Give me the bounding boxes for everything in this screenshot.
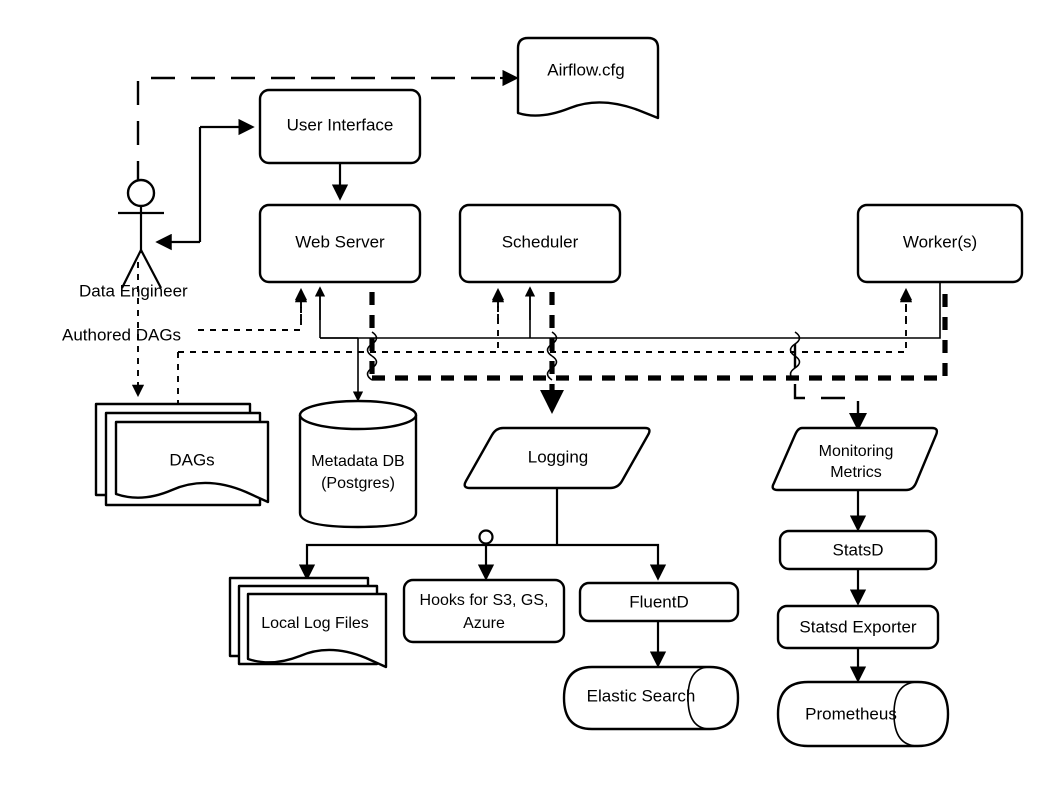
line-jump-circle [478, 529, 494, 545]
edge-dags-to-scheduler [177, 289, 505, 404]
actor-head [126, 178, 156, 208]
edge-logging-thick-bus [369, 292, 948, 414]
node-label-airflow-cfg: Airflow.cfg [547, 60, 624, 79]
node-label-monitoring-line1: Monitoring [819, 443, 894, 460]
node-label-statsd: StatsD [832, 540, 883, 559]
node-label-hooks-line1: Hooks for S3, GS, [420, 592, 549, 609]
edge-logging-children [298, 488, 667, 581]
line-jump-marks [366, 331, 801, 381]
node-elastic-search[interactable]: Elastic Search [562, 665, 740, 731]
node-monitoring-metrics[interactable]: Monitoring Metrics [771, 426, 939, 492]
actor-label-data-engineer: Data Engineer [79, 281, 188, 300]
node-label-hooks-line2: Azure [463, 615, 505, 632]
edge-worker-to-monitoring [793, 344, 867, 431]
node-label-prometheus: Prometheus [805, 704, 897, 723]
edge-label-authored-dags: Authored DAGs [62, 325, 181, 344]
node-label-statsd-exporter: Statsd Exporter [799, 617, 917, 636]
node-label-fluentd: FluentD [629, 592, 689, 611]
node-label-workers: Worker(s) [903, 232, 977, 251]
edge-metadata-solid-bus [319, 282, 941, 402]
edge-dags-to-webserver [198, 289, 308, 331]
node-label-scheduler: Scheduler [502, 232, 579, 251]
actor-data-engineer[interactable]: Data Engineer [79, 178, 188, 300]
node-label-metadata-db-line1: Metadata DB [311, 453, 404, 470]
node-scheduler[interactable]: Scheduler [458, 203, 622, 284]
node-logging[interactable]: Logging [463, 426, 651, 490]
node-user-interface[interactable]: User Interface [258, 88, 422, 165]
node-label-web-server: Web Server [295, 232, 385, 251]
node-airflow-cfg[interactable]: Airflow.cfg [516, 36, 660, 120]
actor-leg-left [121, 249, 142, 289]
node-fluentd[interactable]: FluentD [578, 581, 740, 623]
edge-engineer-to-airflowcfg [136, 69, 519, 185]
node-label-user-interface: User Interface [287, 115, 394, 134]
edge-worker-dashed-bus [178, 289, 913, 353]
node-label-elastic-search: Elastic Search [587, 686, 696, 705]
node-label-dags: DAGs [169, 450, 214, 469]
node-workers[interactable]: Worker(s) [856, 203, 1024, 284]
node-dags[interactable]: DAGs [94, 402, 270, 507]
node-hooks[interactable]: Hooks for S3, GS, Azure [402, 578, 566, 644]
node-label-local-log-files: Local Log Files [261, 615, 369, 632]
actor-leg-right [140, 249, 162, 289]
node-web-server[interactable]: Web Server [258, 203, 422, 284]
edge-arrowheads-top [294, 286, 913, 322]
node-metadata-db[interactable]: Metadata DB (Postgres) [298, 399, 418, 529]
node-statsd[interactable]: StatsD [778, 529, 938, 571]
node-label-monitoring-line2: Metrics [830, 464, 882, 481]
edge-engineer-to-ui [198, 118, 255, 242]
node-statsd-exporter[interactable]: Statsd Exporter [776, 604, 940, 650]
node-local-log-files[interactable]: Local Log Files [228, 576, 388, 669]
node-label-logging: Logging [528, 447, 589, 466]
node-label-metadata-db-line2: (Postgres) [321, 475, 395, 492]
node-prometheus[interactable]: Prometheus [776, 680, 950, 748]
